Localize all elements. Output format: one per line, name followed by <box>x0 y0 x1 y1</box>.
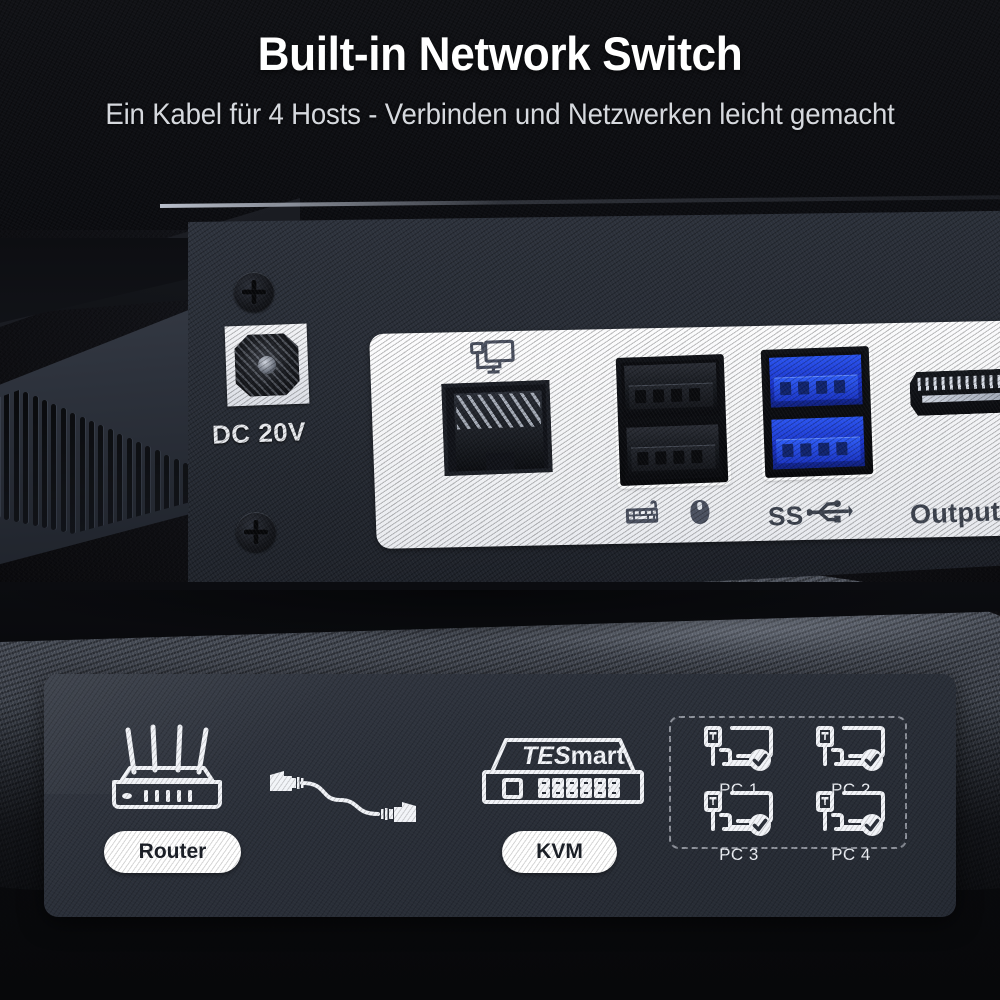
product-photo: DC 20V <box>0 190 1000 710</box>
host-pc-4-label: PC 4 <box>831 845 871 864</box>
host-pc-3-label: PC 3 <box>719 845 759 864</box>
hdmi-output-label: Output <box>909 496 1000 530</box>
router-label-pill: Router <box>104 831 241 873</box>
usb-port-keyboard <box>620 359 721 419</box>
port-label-plate <box>369 320 1000 549</box>
usb2-port-stack <box>615 354 729 486</box>
dc-jack-pin <box>257 355 277 375</box>
kvm-label-pill: KVM <box>502 831 617 873</box>
hosts-group-box <box>669 716 907 849</box>
rj45-contact-pins <box>455 392 541 430</box>
page-subtitle: Ein Kabel für 4 Hosts - Verbinden und Ne… <box>105 98 895 131</box>
monitor-network-icon <box>469 339 516 375</box>
screw-bottom <box>236 512 276 552</box>
rj45-cavity <box>454 390 545 471</box>
router-icon <box>100 710 250 825</box>
dc-power-jack <box>224 323 310 407</box>
usb3-port-upper <box>765 351 866 411</box>
ethernet-cable-icon <box>258 766 428 831</box>
host-pc-3: PC 3 <box>687 789 791 865</box>
usb3-port-lower <box>768 413 869 473</box>
dc-power-label: DC 20V <box>211 416 307 450</box>
kvm-brand-logo: TESmart <box>522 742 625 771</box>
host-pc-4: PC 4 <box>799 789 903 865</box>
hdmi-output-port <box>909 368 1000 416</box>
mouse-icon <box>687 498 712 532</box>
hdmi-pins <box>917 374 1000 391</box>
keyboard-icon <box>624 499 665 531</box>
device-top-edge-highlight <box>159 194 1000 208</box>
device-rear-face: DC 20V <box>188 210 1000 610</box>
page-title: Built-in Network Switch <box>257 27 743 80</box>
connection-diagram-panel: Router <box>44 674 956 917</box>
dc-jack-barrel <box>234 333 300 397</box>
usb3-superspeed-label: SS <box>767 498 853 532</box>
host-pc-2: PC 2 <box>799 724 903 800</box>
dc-jack-hatching <box>234 333 300 397</box>
ventilation-slots <box>0 312 230 572</box>
background-top-band <box>0 0 1000 230</box>
superspeed-text: SS <box>767 500 805 532</box>
usb-trident-icon <box>805 498 853 531</box>
kvm-brand-mart: mart <box>570 742 625 770</box>
screw-top <box>234 272 274 312</box>
kvm-switch-icon <box>472 732 652 815</box>
kvm-brand-tes: TES <box>522 742 571 770</box>
usb-port-mouse <box>623 421 724 481</box>
rj45-ethernet-port <box>441 380 553 476</box>
hdmi-shield-bar <box>922 392 1000 403</box>
usb3-port-stack <box>760 346 874 478</box>
